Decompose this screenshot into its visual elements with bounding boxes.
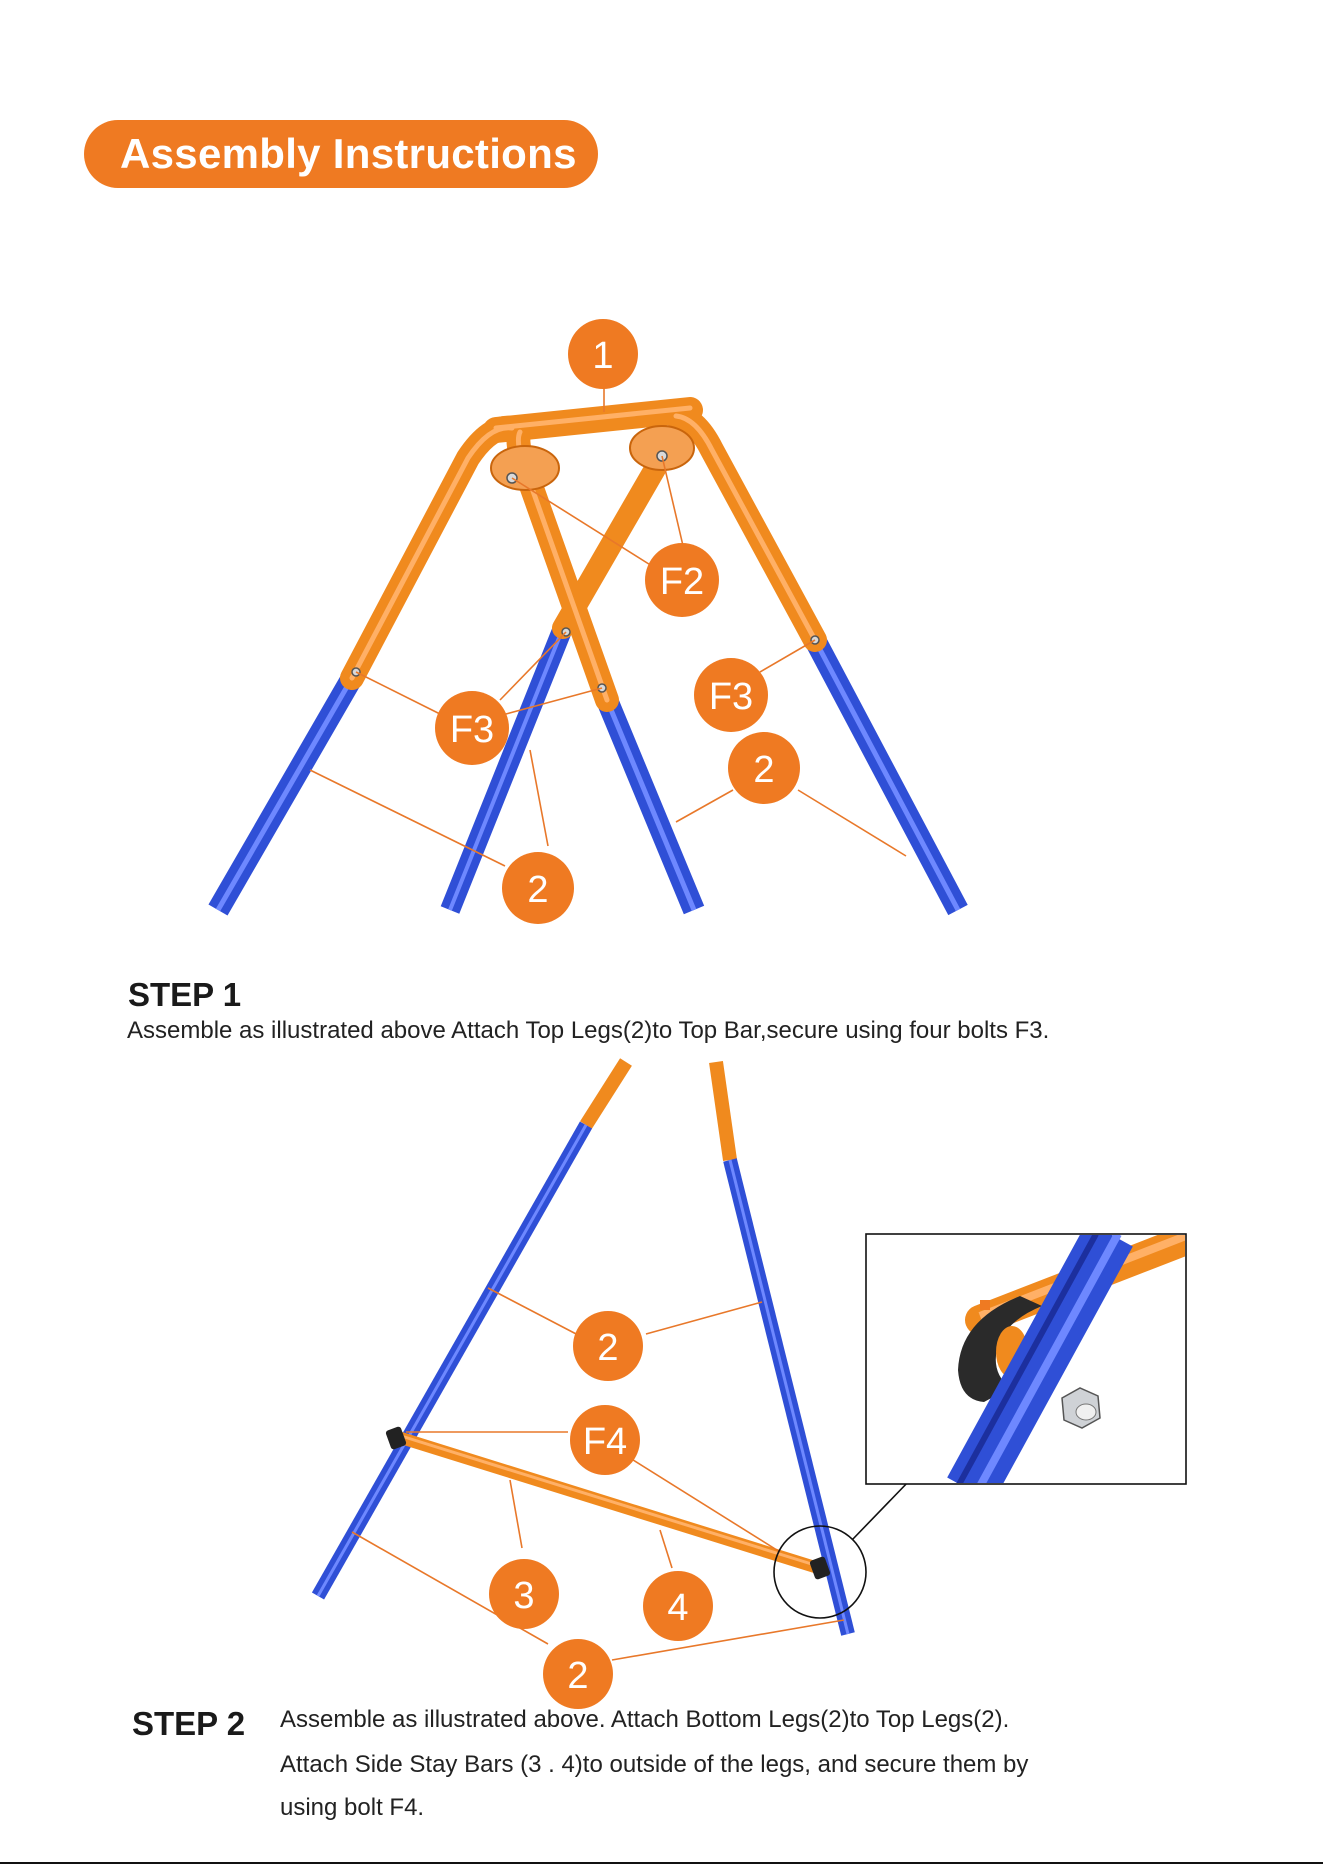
svg-text:4: 4	[667, 1587, 688, 1629]
step-2-title: STEP 2	[132, 1705, 246, 1742]
callout-f2: F2	[645, 543, 719, 617]
bracket-right	[629, 425, 695, 471]
callout-f3-left: F3	[435, 691, 509, 765]
callout-2-bottom: 2	[502, 852, 574, 924]
svg-text:2: 2	[527, 869, 548, 911]
stay-bar-end-left	[385, 1426, 407, 1450]
detail-magnifier-circle	[773, 1525, 867, 1619]
leg-right-top-orange	[709, 1061, 737, 1161]
svg-text:1: 1	[592, 335, 613, 377]
bracket-left	[490, 445, 560, 491]
step-2-instruction-line-1: Assemble as illustrated above. Attach Bo…	[280, 1706, 1010, 1733]
callout-f4: F4	[570, 1405, 640, 1475]
svg-text:2: 2	[753, 749, 774, 791]
callout-2-right: 2	[728, 732, 800, 804]
callout-3: 3	[489, 1559, 559, 1629]
side-stay-bar	[392, 1431, 824, 1574]
leg-left-top-orange	[580, 1058, 632, 1129]
callout-2-lower: 2	[543, 1639, 613, 1709]
figure-1-top-frame: 1 F2 F3 F3 2 2	[208, 319, 968, 924]
step-1-instructions: Assemble as illustrated above Attach Top…	[127, 1017, 1050, 1044]
callout-2-upper: 2	[573, 1311, 643, 1381]
stay-bar-end-right	[809, 1556, 831, 1580]
step-1-title: STEP 1	[128, 976, 242, 1013]
callout-4: 4	[643, 1571, 713, 1641]
step-2-instruction-line-2: Attach Side Stay Bars (3 . 4)to outside …	[280, 1751, 1029, 1778]
svg-text:F3: F3	[709, 676, 753, 718]
svg-text:2: 2	[597, 1327, 618, 1369]
svg-text:3: 3	[513, 1575, 534, 1617]
figure-2-legs-stay-bars: 2 F4 3 4 2	[311, 1058, 911, 1709]
svg-text:F3: F3	[450, 709, 494, 751]
svg-text:2: 2	[567, 1655, 588, 1697]
step-2-instruction-line-3: using bolt F4.	[280, 1794, 425, 1821]
top-leg-left-outer-orange	[340, 415, 524, 690]
svg-text:F4: F4	[583, 1421, 627, 1463]
callout-f3-right: F3	[694, 658, 768, 732]
callout-1: 1	[568, 319, 638, 389]
bolt-nut-detail	[1061, 1387, 1101, 1429]
bottom-rule	[0, 1862, 1323, 1864]
svg-text:F2: F2	[660, 561, 704, 603]
connector-detail-inset	[865, 1233, 1187, 1485]
page-title: Assembly Instructions	[84, 120, 598, 188]
